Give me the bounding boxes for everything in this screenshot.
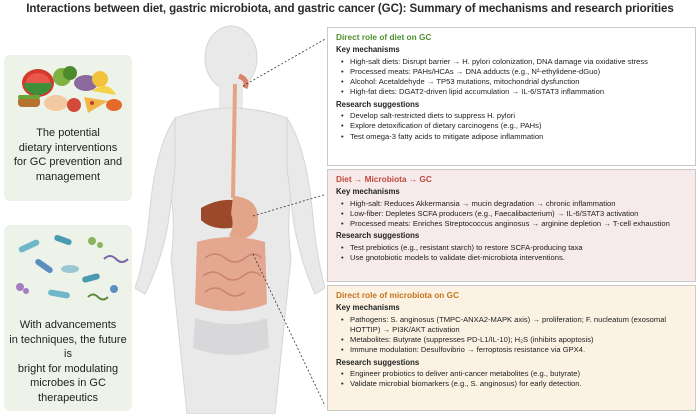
list-item: Metabolites: Butyrate (suppresses PD-L1/… bbox=[341, 335, 689, 346]
panel-heading: Diet → Microbiota → GC bbox=[336, 174, 432, 184]
microbes-illustration bbox=[16, 234, 129, 301]
list-item: Validate microbial biomarkers (e.g., S. … bbox=[341, 379, 689, 390]
list-item: Explore detoxification of dietary carcin… bbox=[341, 121, 689, 132]
suggestions-label: Research suggestions bbox=[336, 231, 420, 241]
microbe-caption-line-2: in techniques, the future is bbox=[9, 333, 127, 361]
food-illustration bbox=[18, 66, 122, 113]
list-item: Alcohol: Acetaldehyde → TP53 mutations, … bbox=[341, 77, 689, 88]
panel-direct-diet: Direct role of diet on GC Key mechanisms… bbox=[327, 27, 696, 166]
suggestions-label: Research suggestions bbox=[336, 357, 420, 367]
list-item: Processed meats: PAHs/HCAs → DNA adducts… bbox=[341, 67, 689, 78]
microbe-modulation-box: With advancements in techniques, the fut… bbox=[4, 225, 132, 411]
list-item: Use gnotobiotic models to validate diet-… bbox=[341, 253, 689, 264]
page-title: Interactions between diet, gastric micro… bbox=[26, 2, 674, 15]
list-item: High-salt diets: Disrupt barrier → H. py… bbox=[341, 57, 689, 68]
list-item: Low-fiber: Depletes SCFA producers (e.g.… bbox=[341, 209, 689, 220]
mechanisms-label: Key mechanisms bbox=[336, 45, 400, 55]
mechanisms-label: Key mechanisms bbox=[336, 187, 400, 197]
microbe-caption-line-5: therapeutics bbox=[38, 391, 98, 404]
list-item: High-salt: Reduces Akkermansia → mucin d… bbox=[341, 199, 689, 210]
list-item: Develop salt-restricted diets to suppres… bbox=[341, 111, 689, 122]
panel-heading: Direct role of microbiota on GC bbox=[336, 290, 460, 300]
panel-direct-microbiota: Direct role of microbiota on GC Key mech… bbox=[327, 285, 696, 411]
list-item: Immune modulation: Desulfovibrio → ferro… bbox=[341, 345, 689, 356]
diet-caption-line-4: management bbox=[35, 170, 101, 183]
list-item: Processed meats: Enriches Streptococcus … bbox=[341, 219, 689, 230]
microbe-caption-line-4: microbes in GC bbox=[30, 377, 106, 389]
panel-diet-microbiota: Diet → Microbiota → GC Key mechanisms Hi… bbox=[327, 169, 696, 282]
list-item: High-fat diets: DGAT2-driven lipid accum… bbox=[341, 87, 689, 98]
human-body-illustration bbox=[135, 25, 325, 414]
list-item: Pathogens: S. anginosus (TMPC-ANXA2-MAPK… bbox=[341, 315, 689, 336]
list-item: Test prebiotics (e.g., resistant starch)… bbox=[341, 243, 689, 254]
microbe-caption-line-1: With advancements bbox=[19, 319, 117, 331]
suggestions-label: Research suggestions bbox=[336, 99, 420, 109]
diet-intervention-box: The potential dietary interventions for … bbox=[4, 55, 132, 201]
list-item: Test omega-3 fatty acids to mitigate adi… bbox=[341, 132, 689, 143]
list-item: Engineer probiotics to deliver anti-canc… bbox=[341, 369, 689, 380]
microbe-caption-line-3: bright for modulating bbox=[17, 362, 119, 375]
mechanisms-label: Key mechanisms bbox=[336, 303, 400, 313]
panel-heading: Direct role of diet on GC bbox=[336, 32, 432, 42]
diet-caption-line-1: The potential bbox=[36, 127, 100, 139]
diet-caption-line-2: dietary interventions bbox=[18, 141, 118, 154]
diet-caption-line-3: for GC prevention and bbox=[13, 156, 123, 168]
